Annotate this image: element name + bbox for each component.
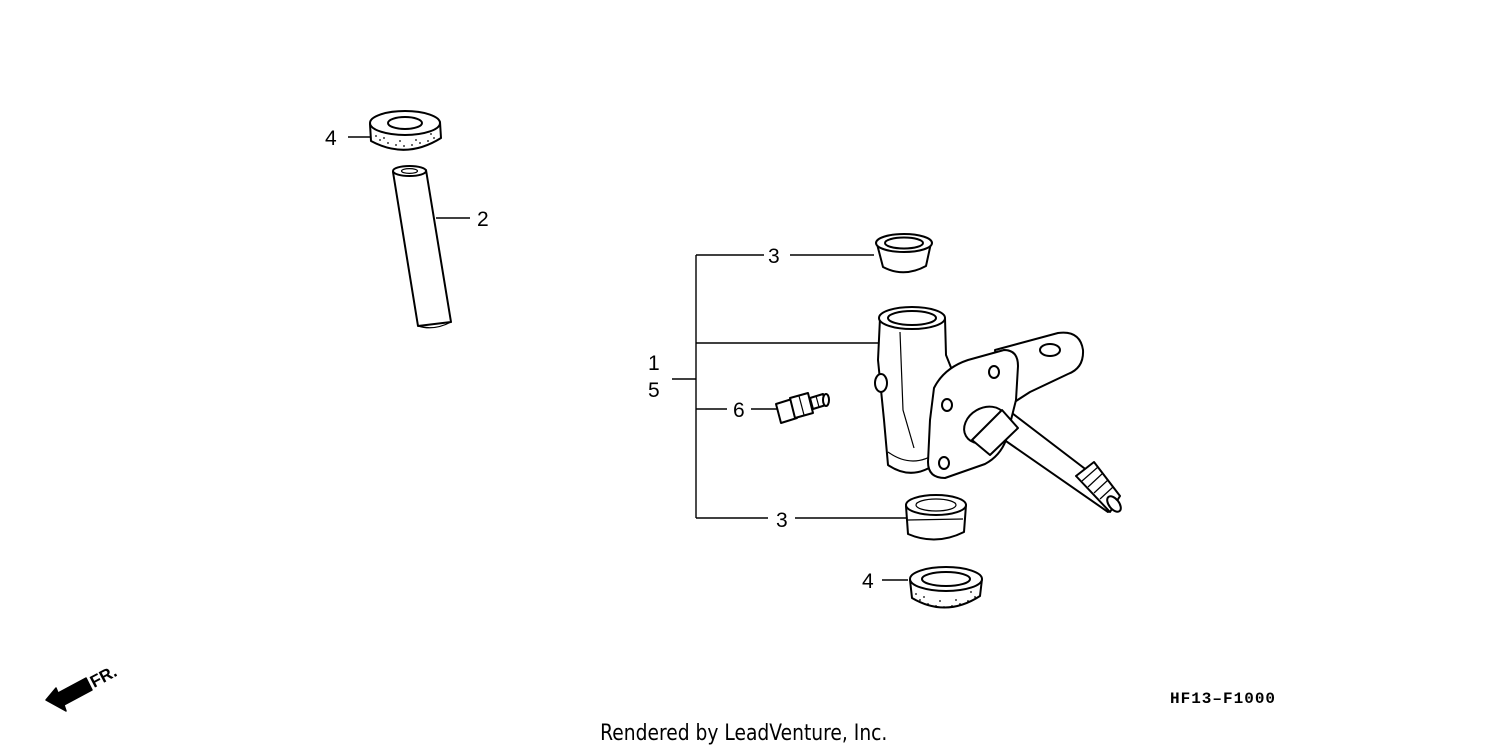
grease-fitting[interactable] (775, 392, 830, 424)
bushing-bottom[interactable] (905, 494, 967, 541)
direction-label: FR. (87, 662, 120, 692)
arrow-left-icon (45, 677, 93, 712)
dust-seal-bottom[interactable] (909, 566, 983, 609)
callout-pipe: 2 (477, 208, 489, 231)
bushing-top[interactable] (875, 233, 933, 274)
credit-text: Rendered by LeadVenture, Inc. (600, 720, 887, 746)
callout-seal-top: 4 (325, 127, 337, 150)
callout-knuckle-1: 1 (648, 352, 660, 375)
callout-bushing-top: 3 (768, 245, 780, 268)
front-direction-arrow: FR. (45, 662, 120, 712)
callout-bushing-bottom: 3 (776, 509, 788, 532)
pipe[interactable] (392, 165, 452, 329)
callout-knuckle-5: 5 (648, 379, 660, 402)
assembly-bracket (672, 254, 906, 519)
callout-seal-bottom: 4 (862, 570, 874, 593)
steering-knuckle[interactable] (874, 306, 1123, 514)
dust-seal-top[interactable] (369, 110, 442, 151)
callout-grease-fitting: 6 (733, 399, 745, 422)
diagram-code: HF13–F1000 (1170, 690, 1276, 708)
